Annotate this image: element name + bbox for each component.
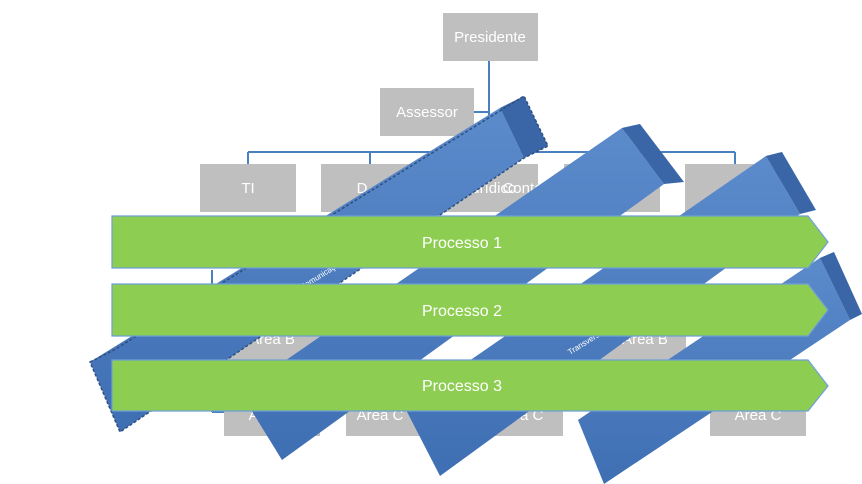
process-label-2: Processo 2: [422, 303, 502, 320]
bar-1-side: [500, 96, 548, 158]
bar-1-front: [90, 108, 524, 432]
bar-2-side: [622, 124, 684, 184]
process-arrow-1: Processo 1: [111, 215, 829, 269]
advisor-label: Assessor: [396, 104, 458, 121]
process-label-1: Processo 1: [422, 235, 502, 252]
bar-4-side: [820, 252, 862, 320]
advisor-box: [380, 88, 474, 136]
dept-box-1: [200, 164, 296, 212]
bar-1-outline: [89, 94, 549, 434]
bar-3-side: [766, 152, 816, 214]
dept-label-1: TI: [241, 180, 254, 197]
president-label: Presidente: [454, 29, 526, 46]
process-arrow-3-shape: [111, 359, 829, 412]
process-arrows: Processo 1 Processo 2 Processo 3: [111, 215, 829, 412]
dept-label-2: D: [357, 180, 368, 197]
process-arrow-2-shape: [111, 283, 829, 337]
president-box: [443, 13, 538, 61]
process-arrow-3: Processo 3: [111, 359, 829, 412]
process-arrow-2: Processo 2: [111, 283, 829, 337]
process-arrow-1-shape: [111, 215, 829, 269]
process-label-3: Processo 3: [422, 378, 502, 395]
